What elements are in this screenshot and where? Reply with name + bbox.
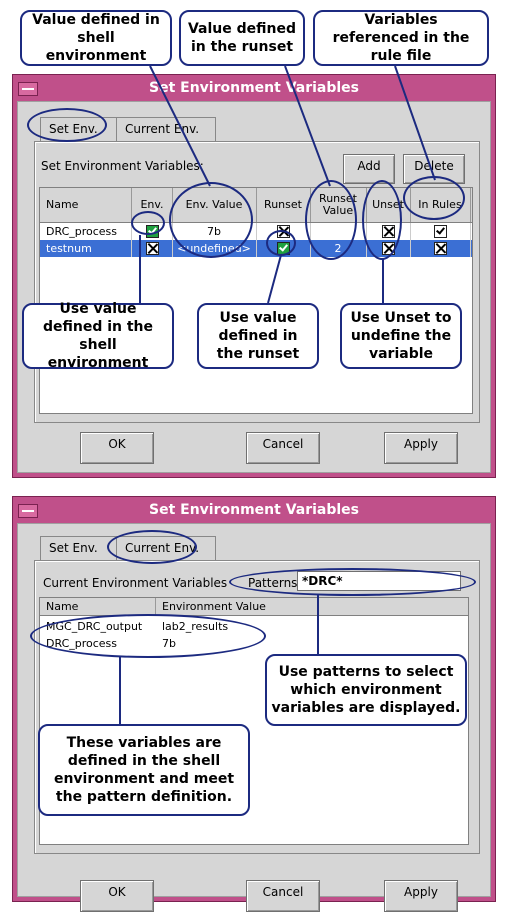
add-button[interactable]: Add: [343, 154, 395, 184]
window-menu-icon[interactable]: [18, 82, 38, 96]
column-divider: [155, 598, 156, 616]
window-title: Set Environment Variables: [148, 80, 360, 96]
x-icon: [433, 242, 447, 255]
window-title: Set Environment Variables: [148, 502, 360, 518]
table-row[interactable]: testnum <undefined> 2: [40, 240, 472, 257]
highlight-oval: [27, 108, 107, 142]
table-header: Name Environment Value: [40, 598, 468, 616]
section-label: Set Environment Variables:: [41, 159, 204, 173]
callout-use-runset: Use value defined in the runset: [197, 303, 319, 369]
cancel-button[interactable]: Cancel: [246, 880, 320, 912]
callout-shell-env: Value defined in shell environment: [20, 10, 172, 66]
highlight-oval: [169, 182, 253, 258]
highlight-oval: [362, 180, 402, 260]
col-name[interactable]: Name: [46, 600, 79, 613]
env-checkbox[interactable]: [132, 240, 173, 257]
ok-button[interactable]: OK: [80, 432, 154, 464]
in-rules-checkbox: [410, 240, 471, 257]
row-name: DRC_process: [40, 223, 132, 240]
title-bar[interactable]: Set Environment Variables: [13, 75, 495, 101]
highlight-oval: [107, 530, 197, 564]
callout-defined: These variables are defined in the shell…: [38, 724, 250, 816]
x-icon: [145, 242, 159, 255]
window-body: Set Env. Current Env. Set Environment Va…: [17, 101, 491, 473]
callout-use-unset: Use Unset to undefine the variable: [340, 303, 462, 369]
checked-icon: [433, 225, 447, 238]
col-runset[interactable]: Runset: [256, 188, 311, 222]
table-row[interactable]: DRC_process 7b: [40, 223, 472, 240]
col-environment-value[interactable]: Environment Value: [162, 600, 266, 613]
in-rules-checkbox: [410, 223, 471, 240]
title-bar[interactable]: Set Environment Variables: [13, 497, 495, 523]
callout-runset: Value defined in the runset: [179, 10, 305, 66]
apply-button[interactable]: Apply: [384, 880, 458, 912]
col-name[interactable]: Name: [40, 188, 132, 222]
window-menu-icon[interactable]: [18, 504, 38, 518]
callout-patterns: Use patterns to select which environment…: [265, 654, 467, 726]
row-name: testnum: [40, 240, 132, 257]
highlight-oval: [403, 176, 465, 220]
ok-button[interactable]: OK: [80, 880, 154, 912]
section-label: Current Environment Variables: [43, 576, 228, 590]
apply-button[interactable]: Apply: [384, 432, 458, 464]
highlight-oval: [266, 230, 296, 256]
highlight-oval: [229, 568, 476, 596]
callout-use-shell: Use value defined in the shell environme…: [22, 301, 174, 371]
highlight-oval: [131, 211, 165, 235]
highlight-oval: [30, 614, 266, 658]
callout-rule-file: Variables referenced in the rule file: [313, 10, 489, 66]
highlight-oval: [305, 180, 357, 260]
cancel-button[interactable]: Cancel: [246, 432, 320, 464]
